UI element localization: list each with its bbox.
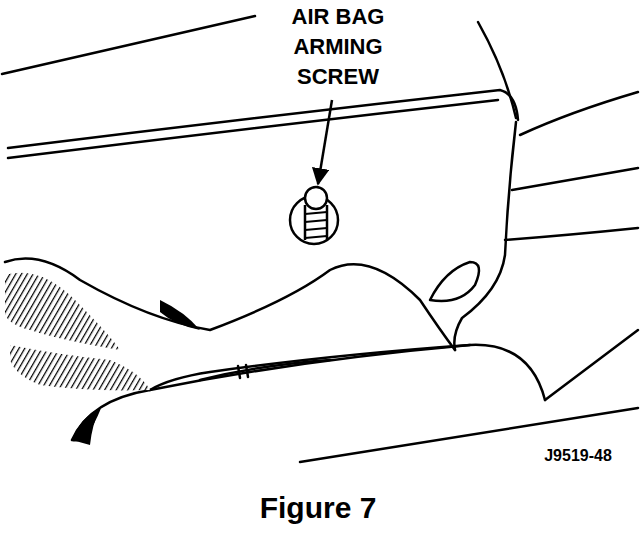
figure-caption: Figure 7 [260, 490, 377, 526]
figure-code: J9519-48 [523, 446, 633, 466]
part-label: AIR BAG ARMING SCREW [282, 2, 394, 92]
arming-screw [290, 187, 338, 244]
shading [5, 273, 200, 445]
leader-arrow [318, 100, 332, 184]
